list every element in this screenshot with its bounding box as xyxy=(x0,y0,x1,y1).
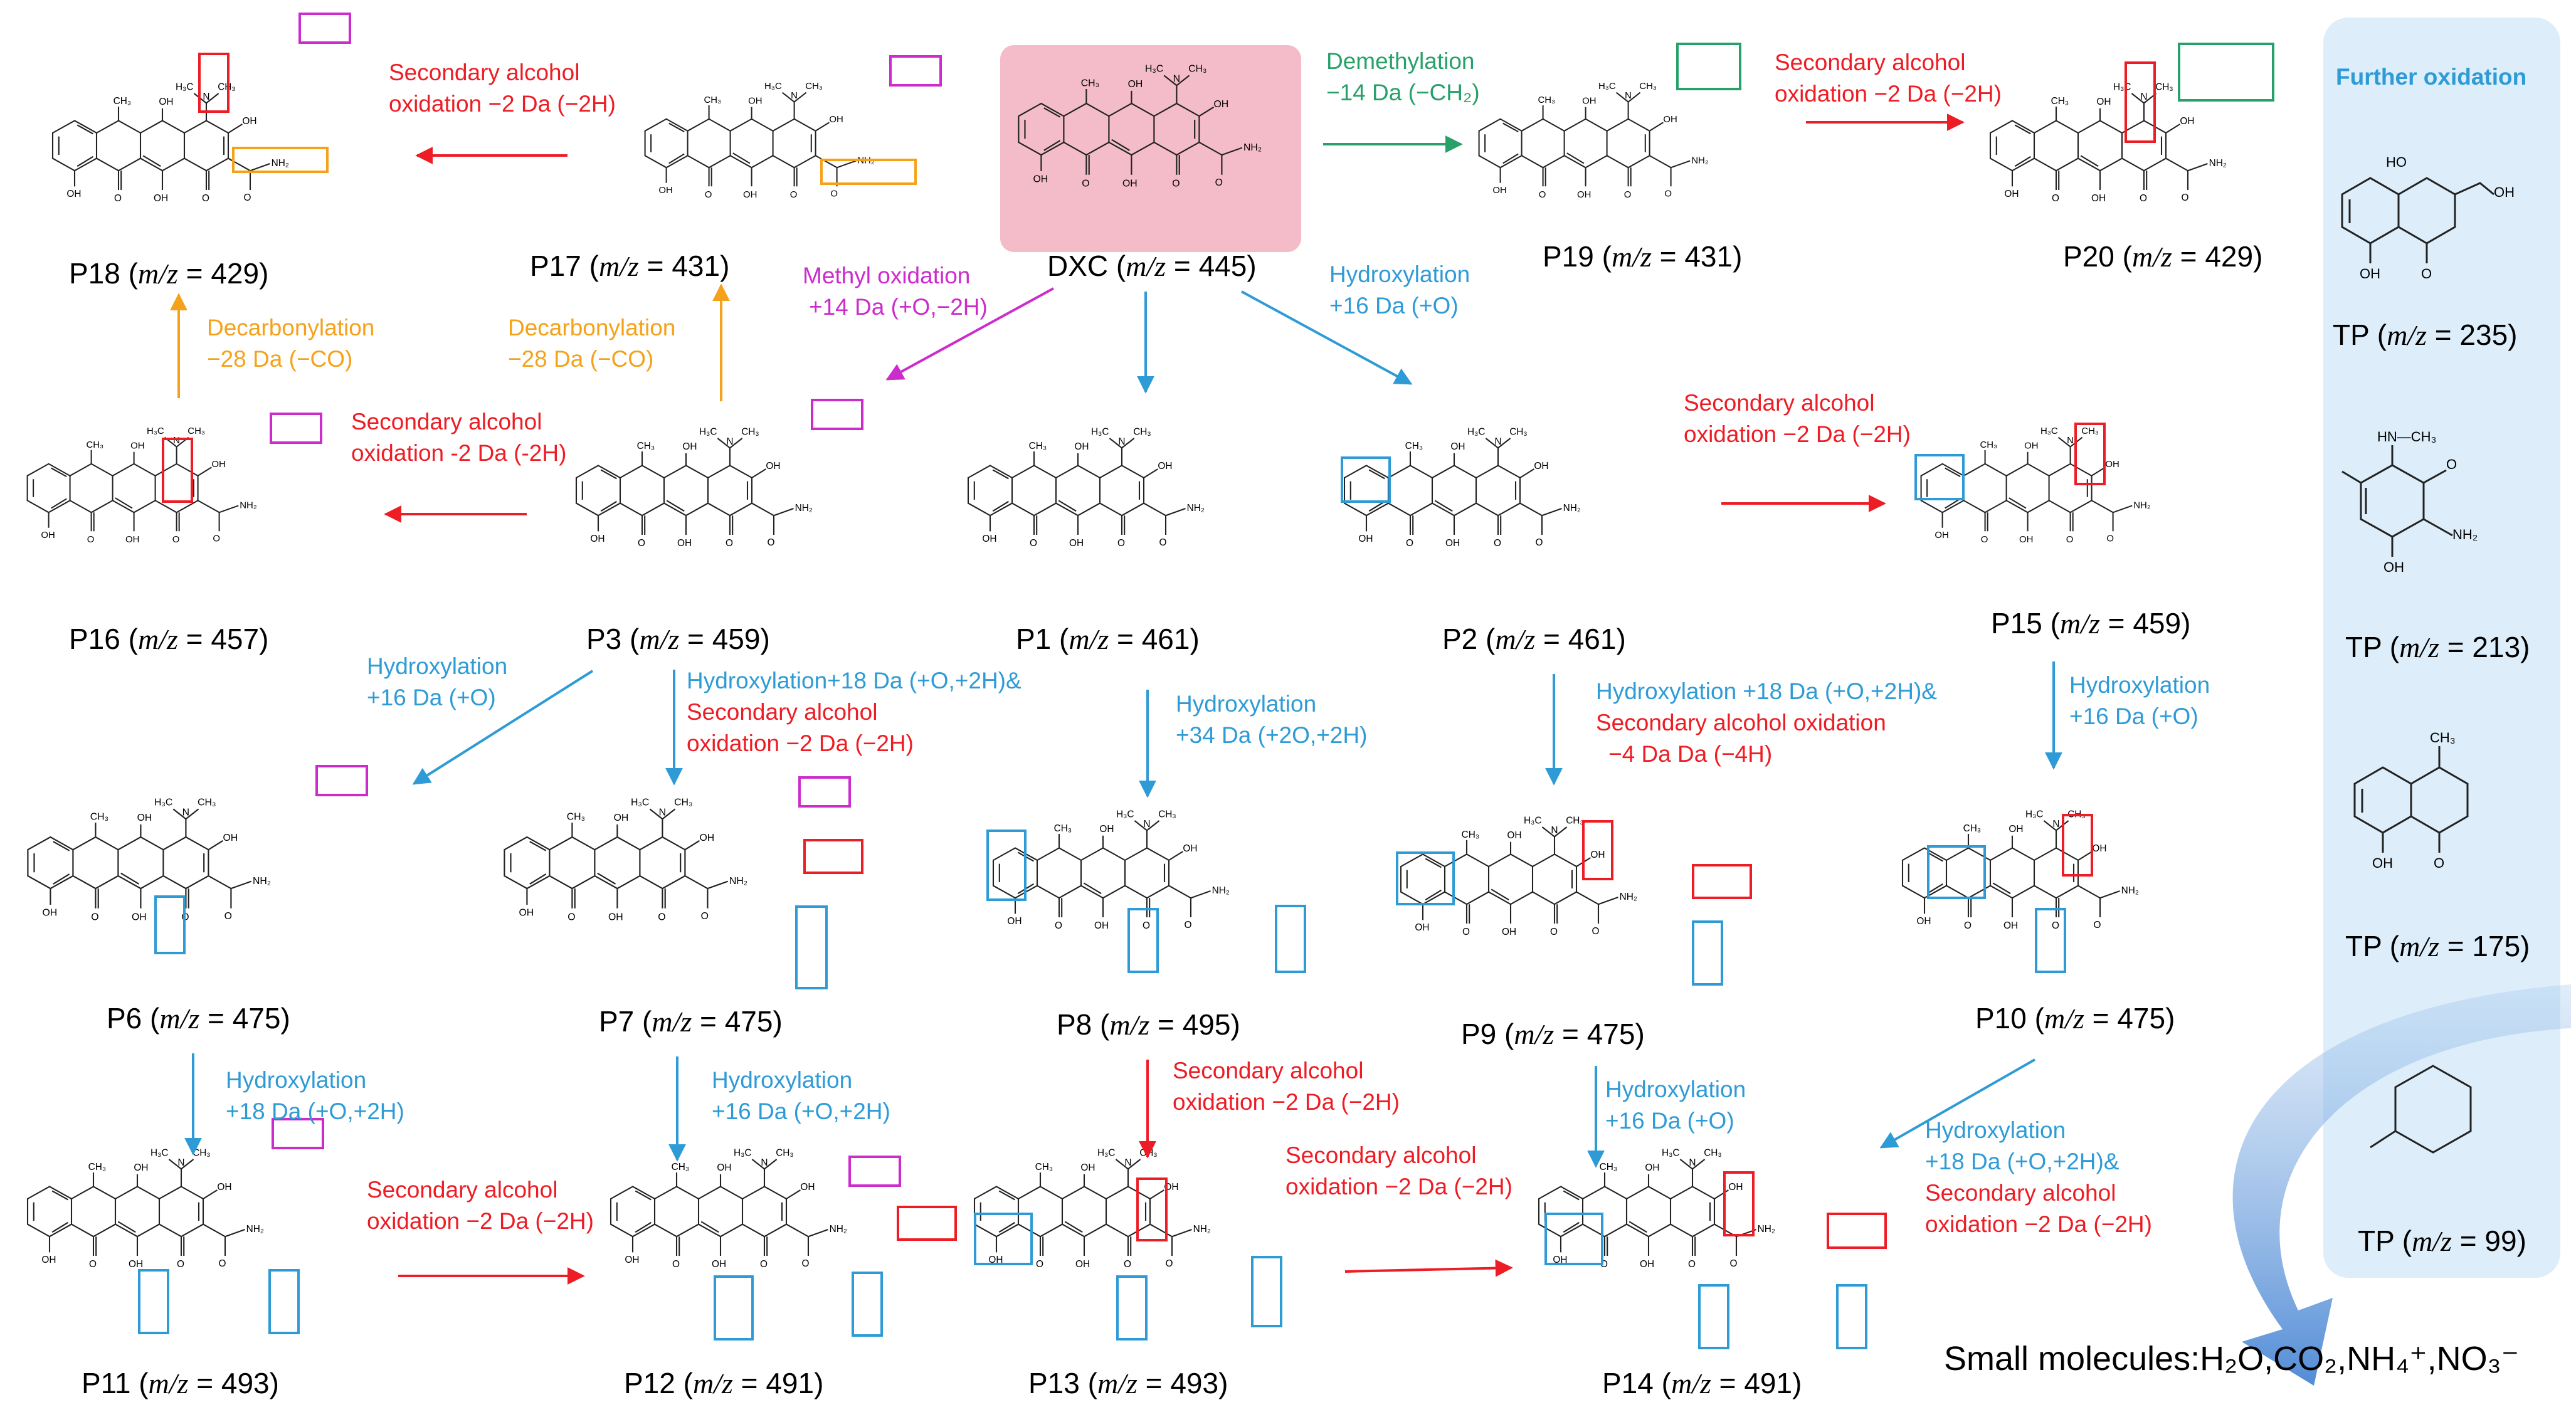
ann-p3-p7: Hydroxylation+18 Da (+O,+2H)&Secondary a… xyxy=(687,668,1021,756)
label-P9: P9 (m/z = 475) xyxy=(1461,1018,1645,1050)
arrows xyxy=(170,113,2571,1386)
arrow-p10-p14 xyxy=(1879,1058,2035,1149)
small-molecules: Small molecules:H₂O,CO₂,NH₄⁺,NO₃⁻ xyxy=(1944,1340,2519,1377)
structure-P17 xyxy=(644,80,875,201)
label-DXC: DXC (m/z = 445) xyxy=(1047,250,1257,282)
structure-P1 xyxy=(967,426,1205,550)
arrow-p3-p6 xyxy=(412,670,594,785)
structure-P12 xyxy=(610,1147,848,1271)
label-P3: P3 (m/z = 459) xyxy=(586,623,770,655)
dxc-highlight xyxy=(1000,45,1301,252)
structure-P18 xyxy=(51,81,290,205)
label-TP213: TP (m/z = 213) xyxy=(2345,631,2530,663)
structure-P9 xyxy=(1400,814,1638,939)
label-P16: P16 (m/z = 457) xyxy=(69,623,268,655)
structure-P6 xyxy=(27,796,272,924)
ann-p1-p8: Hydroxylation+34 Da (+2O,+2H) xyxy=(1176,691,1367,748)
ann-p16-p18: Decarbonylation−28 Da (−CO) xyxy=(207,315,374,372)
structure-P16 xyxy=(26,425,258,545)
label-P12: P12 (m/z = 491) xyxy=(624,1367,823,1399)
ann-demethylation: Demethylation−14 Da (−CH₂) xyxy=(1326,48,1480,105)
label-P14: P14 (m/z = 491) xyxy=(1602,1367,1802,1399)
label-P8: P8 (m/z = 495) xyxy=(1057,1008,1240,1041)
further-oxidation-panel xyxy=(2323,18,2560,1278)
ann-p3-p17: Decarbonylation−28 Da (−CO) xyxy=(508,315,675,372)
label-P1: P1 (m/z = 461) xyxy=(1016,623,1200,655)
label-P20: P20 (m/z = 429) xyxy=(2063,240,2262,273)
ann-p15-p10: Hydroxylation+16 Da (+O) xyxy=(2069,672,2210,729)
further-oxidation-title: Further oxidation xyxy=(2336,64,2526,90)
label-P19: P19 (m/z = 431) xyxy=(1543,240,1742,273)
structure-P8 xyxy=(992,808,1230,932)
ann-p7-p12: Hydroxylation+16 Da (+O,+2H) xyxy=(712,1067,890,1124)
label-P7: P7 (m/z = 475) xyxy=(599,1005,783,1038)
label-P11: P11 (m/z = 493) xyxy=(82,1367,279,1399)
ann-methyl-oxidation: Methyl oxidation+14 Da (+O,−2H) xyxy=(803,263,988,320)
structure-P14 xyxy=(1538,1147,1776,1271)
ann-p9-p14: Hydroxylation+16 Da (+O) xyxy=(1605,1077,1746,1134)
big-curved-arrow xyxy=(2232,984,2571,1386)
structure-P15 xyxy=(1920,425,2151,545)
group-highlights xyxy=(138,13,2274,1349)
structure-P11 xyxy=(26,1147,265,1271)
ann-p3-p6: Hydroxylation+16 Da (+O) xyxy=(367,653,507,710)
structure-P7 xyxy=(504,796,749,924)
label-P18: P18 (m/z = 429) xyxy=(69,257,268,290)
label-P2: P2 (m/z = 461) xyxy=(1442,623,1626,655)
compound-labels: P18 (m/z = 429) P17 (m/z = 431) DXC (m/z… xyxy=(69,240,2530,1399)
structure-P2 xyxy=(1343,426,1581,550)
label-TP235: TP (m/z = 235) xyxy=(2333,319,2517,351)
structure-P10 xyxy=(1901,808,2140,932)
arrow-dxc-p2 xyxy=(1241,290,1413,385)
label-P15: P15 (m/z = 459) xyxy=(1991,607,2190,640)
label-P17: P17 (m/z = 431) xyxy=(530,250,729,282)
structure-P3 xyxy=(575,426,813,550)
structure-P19 xyxy=(1478,80,1709,201)
ann-p6-p11: Hydroxylation+18 Da (+O,+2H) xyxy=(226,1067,404,1124)
label-P13: P13 (m/z = 493) xyxy=(1028,1367,1228,1399)
label-P6: P6 (m/z = 475) xyxy=(107,1002,290,1035)
label-TP175: TP (m/z = 175) xyxy=(2345,930,2530,962)
ann-p10-p14: Hydroxylation+18 Da (+O,+2H)&Secondary a… xyxy=(1925,1117,2152,1237)
ann-p2-p9: Hydroxylation +18 Da (+O,+2H)&Secondary … xyxy=(1596,678,1937,767)
label-TP99: TP (m/z = 99) xyxy=(2358,1225,2526,1257)
reaction-annotations: Demethylation−14 Da (−CH₂) Secondary alc… xyxy=(207,48,2210,1237)
ann-dxc-p2: Hydroxylation+16 Da (+O) xyxy=(1329,261,1470,319)
arrow-p13-p14 xyxy=(1344,1259,1513,1277)
structure-P13 xyxy=(973,1147,1211,1271)
arrow-dxc-p3 xyxy=(885,287,1054,381)
label-P10: P10 (m/z = 475) xyxy=(1975,1002,2175,1035)
